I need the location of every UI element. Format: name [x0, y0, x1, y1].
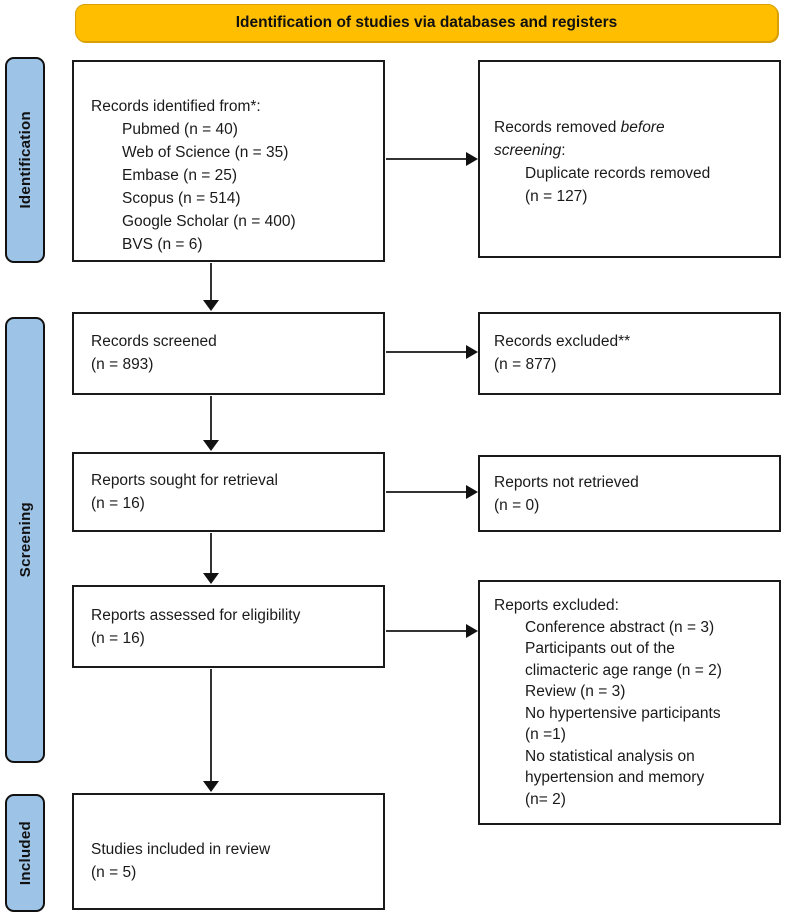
arrow-head-right-icon — [466, 485, 478, 499]
arrow-identified-to-removed — [386, 152, 478, 166]
list-item: Duplicate records removed (n = 127) — [525, 165, 711, 205]
list-item: Scopus (n = 514) — [122, 190, 241, 207]
list-item: Google Scholar (n = 400) — [122, 213, 296, 230]
box-text: Reports assessed for eligibility (n = 16… — [91, 607, 301, 647]
box-reports-assessed: Reports assessed for eligibility (n = 16… — [72, 585, 385, 668]
arrow-screened-to-sought — [203, 396, 219, 451]
box-title: Records identified from*: — [91, 98, 261, 115]
stage-label-text: Screening — [16, 502, 34, 578]
list-item: Review (n = 3) — [525, 683, 626, 700]
box-text: Reports sought for retrieval (n = 16) — [91, 472, 278, 512]
arrow-line — [386, 630, 469, 632]
box-records-identified: Records identified from*: Pubmed (n = 40… — [72, 60, 385, 262]
arrow-line — [386, 351, 469, 353]
stage-label-text: Identification — [16, 111, 34, 209]
list-item: Pubmed (n = 40) — [122, 121, 238, 138]
arrow-head-right-icon — [466, 345, 478, 359]
arrow-identified-to-screened — [203, 263, 219, 311]
arrow-sought-to-assessed — [203, 533, 219, 584]
arrow-line — [210, 669, 212, 783]
arrow-head-right-icon — [466, 624, 478, 638]
arrow-assessed-to-included — [203, 669, 219, 792]
arrow-line — [386, 491, 469, 493]
list-item: Web of Science (n = 35) — [122, 144, 289, 161]
box-text: Records screened (n = 893) — [91, 333, 217, 373]
arrow-line — [210, 263, 212, 302]
stage-label-identification: Identification — [5, 57, 45, 263]
arrow-assessed-to-excluded — [386, 624, 478, 638]
arrow-line — [386, 158, 469, 160]
stage-label-screening: Screening — [5, 317, 45, 763]
list-item: No statistical analysis on hypertension … — [525, 747, 705, 808]
box-text: Records excluded** (n = 877) — [494, 333, 631, 373]
box-records-removed: Records removed before screening: Duplic… — [478, 60, 781, 258]
list-item: BVS (n = 6) — [122, 236, 203, 253]
box-records-excluded: Records excluded** (n = 877) — [478, 312, 781, 395]
list-item: Participants out of the climacteric age … — [525, 640, 722, 679]
banner-label: Identification of studies via databases … — [235, 14, 618, 31]
arrow-head-down-icon — [203, 300, 219, 311]
box-title: Records removed before screening: — [494, 116, 771, 162]
box-reports-excluded: Reports excluded: Conference abstract (n… — [478, 580, 781, 825]
box-reports-not-retrieved: Reports not retrieved (n = 0) — [478, 455, 781, 532]
arrow-sought-to-not-retrieved — [386, 485, 478, 499]
arrow-line — [210, 533, 212, 575]
list-item: Conference abstract (n = 3) — [525, 618, 715, 636]
stage-label-included: Included — [5, 794, 45, 912]
title-italic: before screening — [494, 119, 665, 159]
arrow-screened-to-excluded — [386, 345, 478, 359]
list-item: Embase (n = 25) — [122, 167, 238, 184]
banner: Identification of studies via databases … — [75, 4, 778, 42]
box-title: Reports excluded: — [494, 597, 619, 614]
title-suffix: : — [561, 142, 566, 159]
box-records-screened: Records screened (n = 893) — [72, 312, 385, 395]
box-text: Reports not retrieved (n = 0) — [494, 474, 639, 514]
box-text: Studies included in review (n = 5) — [91, 841, 271, 881]
list-item: No hypertensive participants (n =1) — [525, 704, 721, 744]
arrow-head-right-icon — [466, 152, 478, 166]
arrow-head-down-icon — [203, 440, 219, 451]
arrow-head-down-icon — [203, 573, 219, 584]
box-reports-sought: Reports sought for retrieval (n = 16) — [72, 452, 385, 532]
stage-label-text: Included — [16, 820, 34, 886]
title-prefix: Records removed — [494, 119, 621, 136]
box-studies-included: Studies included in review (n = 5) — [72, 793, 385, 910]
arrow-line — [210, 396, 212, 442]
arrow-head-down-icon — [203, 781, 219, 792]
